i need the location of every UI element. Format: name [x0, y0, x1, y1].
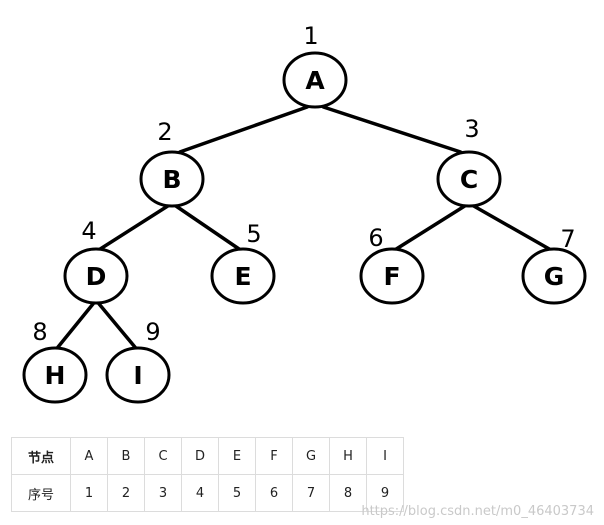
node-order-table: 节点 A B C D E F G H I 序号 1 2 3 4 5 6 7 8 … — [11, 437, 404, 512]
tree-edges — [55, 105, 552, 350]
table-cell-index: 9 — [366, 474, 404, 512]
tree-node-circle — [22, 346, 88, 404]
table-row-indices: 序号 1 2 3 4 5 6 7 8 9 — [11, 474, 404, 512]
tree-node-I: I — [105, 346, 171, 404]
table-cell-index: 5 — [218, 474, 256, 512]
tree-node-label: D — [86, 262, 107, 291]
tree-node-circle — [63, 247, 129, 305]
tree-node-G: G — [521, 247, 587, 305]
tree-edge-D-H — [55, 301, 96, 350]
tree-node-index-B: 2 — [157, 118, 172, 146]
tree-node-C: C — [436, 150, 502, 208]
tree-edge-B-D — [98, 204, 170, 251]
tree-node-A: A — [282, 51, 348, 109]
table-header-indices: 序号 — [11, 474, 71, 512]
table-cell-index: 1 — [70, 474, 108, 512]
tree-node-H: H — [22, 346, 88, 404]
tree-node-index-A: 1 — [303, 22, 318, 50]
tree-node-index-E: 5 — [246, 220, 261, 248]
tree-node-index-I: 9 — [145, 318, 160, 346]
table-cell-node: E — [218, 437, 256, 475]
table-cell-node: H — [329, 437, 367, 475]
table-cell-node: A — [70, 437, 108, 475]
table-cell-node: I — [366, 437, 404, 475]
table-cell-node: G — [292, 437, 330, 475]
table-header-nodes: 节点 — [11, 437, 71, 475]
tree-node-circle — [436, 150, 502, 208]
tree-node-circle — [282, 51, 348, 109]
table-cell-index: 6 — [255, 474, 293, 512]
tree-edge-A-B — [178, 105, 309, 154]
tree-edge-D-I — [96, 301, 138, 350]
tree-node-D: D — [63, 247, 129, 305]
tree-node-circle — [139, 150, 205, 208]
tree-node-label: E — [234, 262, 251, 291]
tree-node-index-G: 7 — [560, 225, 575, 253]
tree-node-circle — [359, 247, 425, 305]
table-cell-node: C — [144, 437, 182, 475]
tree-edge-B-E — [174, 204, 241, 251]
tree-node-F: F — [359, 247, 425, 305]
tree-node-label: F — [383, 262, 400, 291]
tree-node-indices: 1 2 3 4 5 6 7 8 9 — [32, 22, 575, 346]
tree-node-index-F: 6 — [368, 224, 383, 252]
tree-node-index-D: 4 — [81, 217, 96, 245]
tree-node-B: B — [139, 150, 205, 208]
tree-node-label: B — [162, 165, 181, 194]
tree-node-label: C — [460, 165, 478, 194]
tree-node-circle — [210, 247, 276, 305]
tree-edge-C-G — [471, 204, 552, 251]
table-cell-index: 4 — [181, 474, 219, 512]
table-cell-index: 3 — [144, 474, 182, 512]
tree-edge-A-C — [321, 105, 463, 154]
tree-node-index-C: 3 — [464, 115, 479, 143]
tree-node-label: A — [305, 66, 325, 95]
table-row-nodes: 节点 A B C D E F G H I — [11, 437, 404, 475]
binary-tree-diagram: A B C D E F G H I 1 2 3 4 5 6 7 8 9 — [22, 22, 587, 404]
tree-node-index-H: 8 — [32, 318, 47, 346]
tree-node-circle — [521, 247, 587, 305]
watermark-text: https://blog.csdn.net/m0_46403734 — [361, 504, 594, 519]
table-cell-index: 8 — [329, 474, 367, 512]
table-cell-node: B — [107, 437, 145, 475]
tree-node-label: H — [45, 361, 66, 390]
table-cell-node: F — [255, 437, 293, 475]
tree-node-label: G — [544, 262, 565, 291]
table-cell-node: D — [181, 437, 219, 475]
tree-node-label: I — [133, 361, 142, 390]
tree-node-E: E — [210, 247, 276, 305]
table-cell-index: 7 — [292, 474, 330, 512]
table-cell-index: 2 — [107, 474, 145, 512]
tree-edge-C-F — [394, 204, 467, 251]
tree-node-circle — [105, 346, 171, 404]
tree-nodes: A B C D E F G H I — [22, 51, 587, 404]
